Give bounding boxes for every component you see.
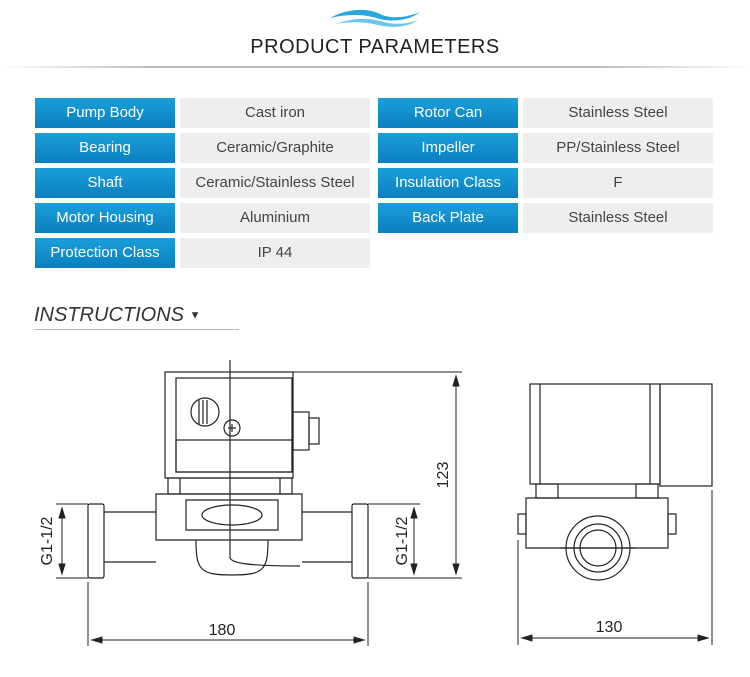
- param-label: Rotor Can: [378, 98, 518, 128]
- param-value: F: [523, 168, 713, 198]
- dim-length-label: 180: [209, 622, 236, 639]
- param-label: Shaft: [35, 168, 175, 198]
- page-title: PRODUCT PARAMETERS: [250, 36, 500, 58]
- param-value: Ceramic/Stainless Steel: [180, 168, 370, 198]
- triangle-down-icon: ▼: [189, 309, 201, 322]
- param-value: Stainless Steel: [523, 98, 713, 128]
- param-label: Bearing: [35, 133, 175, 163]
- instructions-title: INSTRUCTIONS: [34, 304, 184, 326]
- dim-thread-right-label: G1-1/2: [394, 516, 411, 565]
- title-divider: [0, 66, 750, 68]
- param-value: IP 44: [180, 238, 370, 268]
- front-view-drawing: [87, 360, 369, 579]
- wave-logo-icon: [330, 9, 420, 27]
- front-view-dimensions: [56, 371, 462, 646]
- side-view-dimensions: [517, 490, 713, 645]
- param-label: Insulation Class: [378, 168, 518, 198]
- dim-thread-left-label: G1-1/2: [39, 516, 56, 565]
- instructions-divider: [34, 329, 239, 330]
- param-value: Ceramic/Graphite: [180, 133, 370, 163]
- param-value: PP/Stainless Steel: [523, 133, 713, 163]
- param-label: Impeller: [378, 133, 518, 163]
- dim-height-label: 123: [435, 462, 452, 489]
- param-label: Back Plate: [378, 203, 518, 233]
- param-label: Pump Body: [35, 98, 175, 128]
- instructions-heading: INSTRUCTIONS ▼: [34, 304, 200, 327]
- side-view-drawing: [517, 383, 713, 581]
- param-label: Protection Class: [35, 238, 175, 268]
- param-label: Motor Housing: [35, 203, 175, 233]
- param-value: Aluminium: [180, 203, 370, 233]
- param-value: Cast iron: [180, 98, 370, 128]
- dim-width-label: 130: [596, 619, 623, 636]
- param-value: Stainless Steel: [523, 203, 713, 233]
- pump-technical-drawing: 180 130 123 G1-1/2 G1-1/2: [39, 360, 713, 646]
